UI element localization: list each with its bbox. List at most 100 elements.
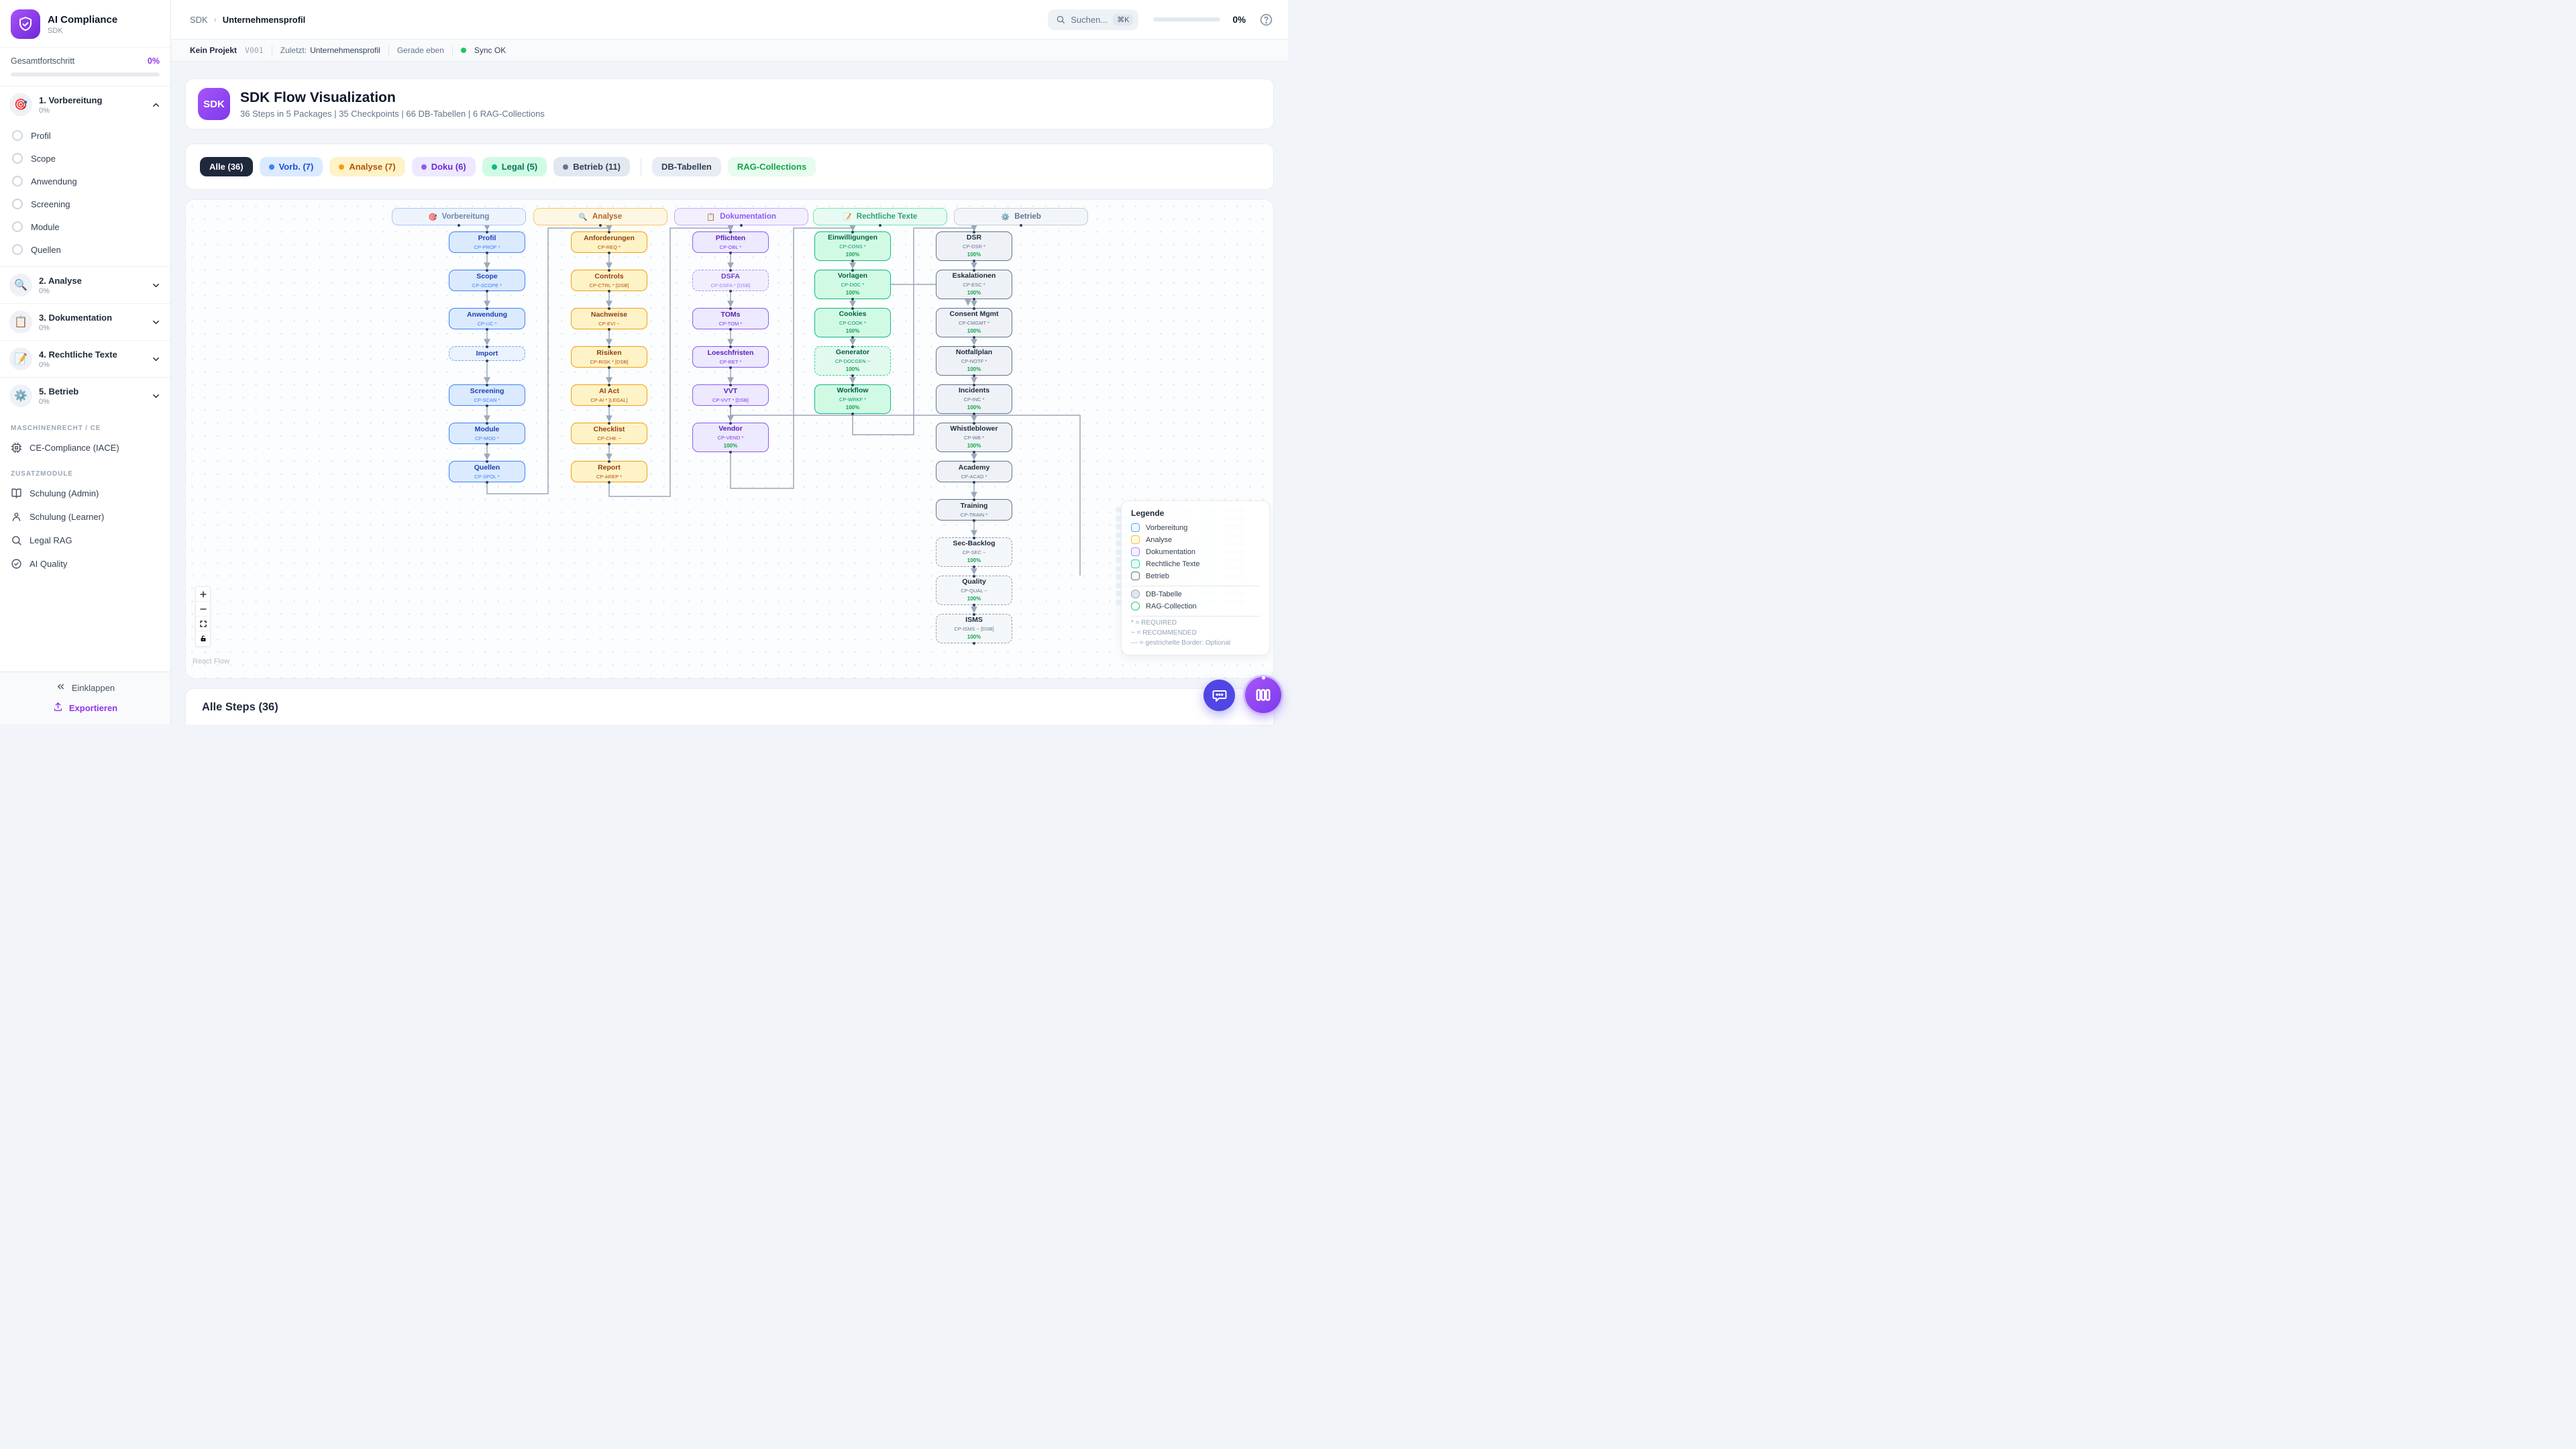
filter-chip-analyse-7-[interactable]: Analyse (7) bbox=[329, 157, 405, 176]
export-label: Exportieren bbox=[68, 702, 118, 713]
sidebar-item-schulung-learner-[interactable]: Schulung (Learner) bbox=[0, 505, 170, 529]
chat-fab-button[interactable] bbox=[1203, 680, 1235, 711]
filter-chip-doku-6-[interactable]: Doku (6) bbox=[411, 157, 476, 176]
help-icon[interactable] bbox=[1259, 13, 1273, 27]
phase-label: 4. Rechtliche Texte bbox=[39, 349, 117, 360]
column-header-rechtliche-texte[interactable]: 📝Rechtliche Texte bbox=[813, 208, 947, 227]
node-code: CP-DOCGEN ~ bbox=[835, 358, 871, 364]
sidebar-item-screening[interactable]: Screening bbox=[0, 193, 170, 215]
column-header-betrieb[interactable]: ⚙️Betrieb bbox=[954, 208, 1088, 227]
step-status-circle bbox=[12, 153, 23, 164]
sdk-badge: SDK bbox=[198, 88, 230, 120]
node-code: CP-COOK * bbox=[839, 319, 866, 326]
column-header-dokumentation[interactable]: 📋Dokumentation bbox=[674, 208, 808, 227]
reactflow-attribution[interactable]: React Flow bbox=[193, 657, 230, 665]
filter-chip-betrieb-11-[interactable]: Betrieb (11) bbox=[553, 157, 630, 176]
collapse-sidebar-button[interactable]: Einklappen bbox=[56, 682, 115, 694]
sidebar-item-scope[interactable]: Scope bbox=[0, 147, 170, 170]
filter-chip-legal-5-[interactable]: Legal (5) bbox=[482, 157, 547, 176]
column-header-vorbereitung[interactable]: 🎯Vorbereitung bbox=[392, 208, 526, 227]
sidebar-item-legal-rag[interactable]: Legal RAG bbox=[0, 529, 170, 552]
sidebar-item-schulung-admin-[interactable]: Schulung (Admin) bbox=[0, 482, 170, 505]
chip-label: Legal (5) bbox=[501, 162, 538, 172]
node-code: CP-SPOL * bbox=[474, 473, 500, 480]
sidebar-item-profil[interactable]: Profil bbox=[0, 124, 170, 147]
zoom-out-button[interactable] bbox=[196, 602, 210, 616]
node-code: CP-WB * bbox=[964, 434, 984, 441]
filter-chip-rag-collections[interactable]: RAG-Collections bbox=[727, 157, 816, 176]
filter-chip-db-tabellen[interactable]: DB-Tabellen bbox=[652, 157, 721, 176]
legend-label: Analyse bbox=[1146, 535, 1173, 544]
zoom-in-button[interactable] bbox=[196, 587, 210, 602]
breadcrumb-sdk[interactable]: SDK bbox=[190, 14, 208, 25]
node-title: Pflichten bbox=[715, 234, 746, 243]
fit-view-button[interactable] bbox=[196, 616, 210, 631]
flow-node-import[interactable]: Import bbox=[449, 345, 525, 362]
sidebar-item-anwendung[interactable]: Anwendung bbox=[0, 170, 170, 193]
lock-button[interactable] bbox=[196, 631, 210, 646]
node-progress-value: 100% bbox=[967, 557, 981, 564]
sidebar-item-module[interactable]: Module bbox=[0, 215, 170, 238]
chip-label: DB-Tabellen bbox=[661, 162, 712, 172]
node-title: Loeschfristen bbox=[707, 349, 754, 358]
search-input[interactable]: Suchen... ⌘K bbox=[1048, 9, 1139, 30]
node-title: Checklist bbox=[593, 425, 625, 434]
node-code: CP-ACAD * bbox=[961, 473, 987, 480]
sidebar: AI Compliance SDK Gesamtfortschritt 0% 🎯… bbox=[0, 0, 171, 724]
upload-icon bbox=[53, 702, 63, 714]
columns-fab-button[interactable] bbox=[1245, 676, 1281, 713]
version-badge: V001 bbox=[245, 46, 264, 55]
column-icon: 🎯 bbox=[428, 213, 437, 221]
sidebar-item-quellen[interactable]: Quellen bbox=[0, 238, 170, 261]
export-button[interactable]: Exportieren bbox=[53, 702, 117, 714]
filter-chip-alle-36-[interactable]: Alle (36) bbox=[200, 157, 253, 176]
filter-chip-vorb-7-[interactable]: Vorb. (7) bbox=[259, 157, 323, 176]
node-title: TOMs bbox=[720, 311, 741, 319]
step-status-circle bbox=[12, 199, 23, 209]
sidebar-item-ce-compliance-iace-[interactable]: CE-Compliance (IACE) bbox=[0, 436, 170, 460]
column-header-analyse[interactable]: 🔍Analyse bbox=[533, 208, 667, 227]
sidebar-item-ai-quality[interactable]: AI Quality bbox=[0, 552, 170, 576]
